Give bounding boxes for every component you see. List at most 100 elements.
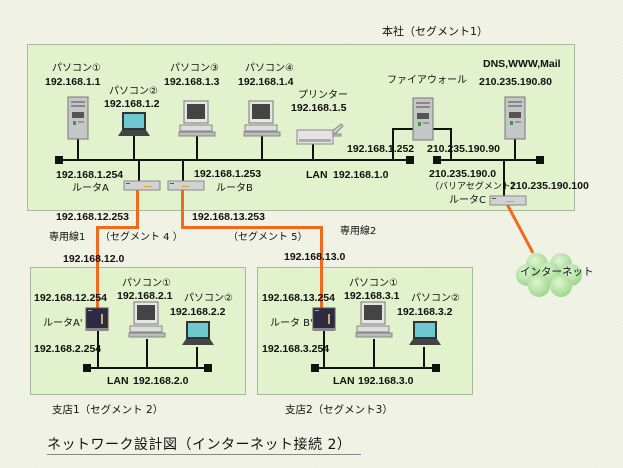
line1-network: 192.168.12.0 [63,253,125,265]
drop-pc4 [261,136,263,160]
drop-router-c [503,160,505,196]
printer-icon [296,123,344,145]
printer-ip: 192.168.1.5 [291,102,347,114]
branch1-router-name: ルータA' [43,318,83,329]
branch1-terminator-right [204,364,212,372]
hq-pc4-name: パソコン④ [245,63,294,74]
hq-pc3-ip: 192.168.1.3 [164,76,220,88]
firewall-outer-ip: 210.235.190.90 [427,143,500,155]
hq-lan-network: 192.168.1.0 [333,169,389,181]
router-a-lan-ip: 192.168.1.254 [56,169,124,181]
router-b-wan-ip: 192.168.13.253 [192,211,265,223]
branch1-router-wan-ip: 192.168.12.254 [34,292,107,304]
firewall-inner-ip: 192.168.1.252 [347,143,415,155]
firewall-name: ファイアウォール [387,75,467,86]
branch2-label: 支店2（セグメント3） [285,404,393,416]
router-b-icon [167,180,205,191]
server-ip: 210.235.190.80 [479,76,552,88]
hq-lan-label: LAN [306,169,328,181]
branch2-lan-network: 192.168.3.0 [358,375,414,387]
firewall-icon [412,97,434,141]
branch2-pc1-name: パソコン① [349,278,398,289]
fw-link-inner-h [392,128,414,130]
branch1-pc2-ip: 192.168.2.2 [170,306,226,318]
hq-pc4-ip: 192.168.1.4 [238,76,294,88]
drop-router-b [182,160,184,182]
laptop-icon [409,321,441,345]
drop-router-a [138,160,140,182]
drop-pc1 [77,138,79,160]
hq-segment [27,44,575,211]
line1-seg-a [136,190,139,228]
internet-label: インターネット [520,266,594,278]
desktop-pc-icon [243,100,281,137]
server-name: DNS,WWW,Mail [483,58,561,70]
barrier-bus [440,159,540,161]
line1-name: 専用線1 [49,232,86,243]
barrier-terminator-left [433,156,441,164]
router-a-wan-ip: 192.168.12.253 [56,211,129,223]
branch1-drop-pc2 [196,347,198,368]
tower-pc-icon [67,96,89,140]
line2-seg-a [181,190,184,228]
router-b-lan-ip: 192.168.1.253 [194,168,262,180]
branch2-drop-pc2 [423,347,425,368]
hq-lan-terminator-right [406,156,414,164]
router-b-prime-icon [312,307,336,331]
branch1-terminator-left [83,364,91,372]
drop-pc2 [133,136,135,160]
router-a-icon [123,180,161,191]
hq-pc1-ip: 192.168.1.1 [45,76,101,88]
line1-seg-c [96,226,99,308]
router-b-name: ルータB [216,183,253,194]
hq-label: 本社（セグメント1） [382,25,488,38]
branch1-lan-network: 192.168.2.0 [133,375,189,387]
laptop-icon [118,112,150,136]
desktop-pc-icon [355,301,393,338]
fw-link-outer-h [430,128,452,130]
barrier-network: 210.235.190.0 [429,168,497,180]
laptop-icon [182,321,214,345]
line1-segment: （セグメント 4 ） [100,232,183,243]
drop-server [514,136,516,160]
branch2-pc1-ip: 192.168.3.1 [344,290,400,302]
internet-cloud-icon [516,253,582,297]
branch1-pc1-name: パソコン① [122,278,171,289]
line2-seg-c [320,226,323,308]
branch1-router-lan-ip: 192.168.2.254 [34,343,102,355]
router-c-ip: 210.235.190.100 [510,180,589,192]
line2-network: 192.168.13.0 [284,251,346,263]
branch2-terminator-right [432,364,440,372]
barrier-label: （バリアセグメント） [430,182,520,192]
branch2-drop-router [323,331,325,368]
fw-link-outer-v [450,128,452,160]
branch2-router-wan-ip: 192.168.13.254 [262,292,335,304]
branch1-drop-router [97,331,99,368]
line1-seg-b [96,226,139,229]
router-a-name: ルータA [72,183,109,194]
branch2-lan-bus [313,367,438,369]
branch2-pc2-ip: 192.168.3.2 [397,306,453,318]
hq-pc2-name: パソコン② [109,86,158,97]
branch2-drop-pc1 [373,339,375,368]
line2-seg-b [181,226,323,229]
branch1-lan-bus [85,367,210,369]
server-icon [504,96,526,140]
router-a-prime-icon [85,307,109,331]
desktop-pc-icon [178,100,216,137]
branch2-pc2-name: パソコン② [411,293,460,304]
router-c-name: ルータC [449,195,486,206]
branch1-label: 支店1（セグメント 2） [52,404,164,416]
router-c-icon [489,195,527,206]
hq-lan-bus-ext [59,159,409,161]
line2-segment: （セグメント 5） [228,232,308,243]
line2-name: 専用線2 [340,226,377,237]
desktop-pc-icon [128,301,166,338]
branch1-pc2-name: パソコン② [184,293,233,304]
branch2-lan-label: LAN [333,375,355,387]
hq-pc3-name: パソコン③ [170,63,219,74]
branch1-drop-pc1 [146,339,148,368]
fw-link-inner-v [392,128,394,160]
branch2-terminator-left [311,364,319,372]
